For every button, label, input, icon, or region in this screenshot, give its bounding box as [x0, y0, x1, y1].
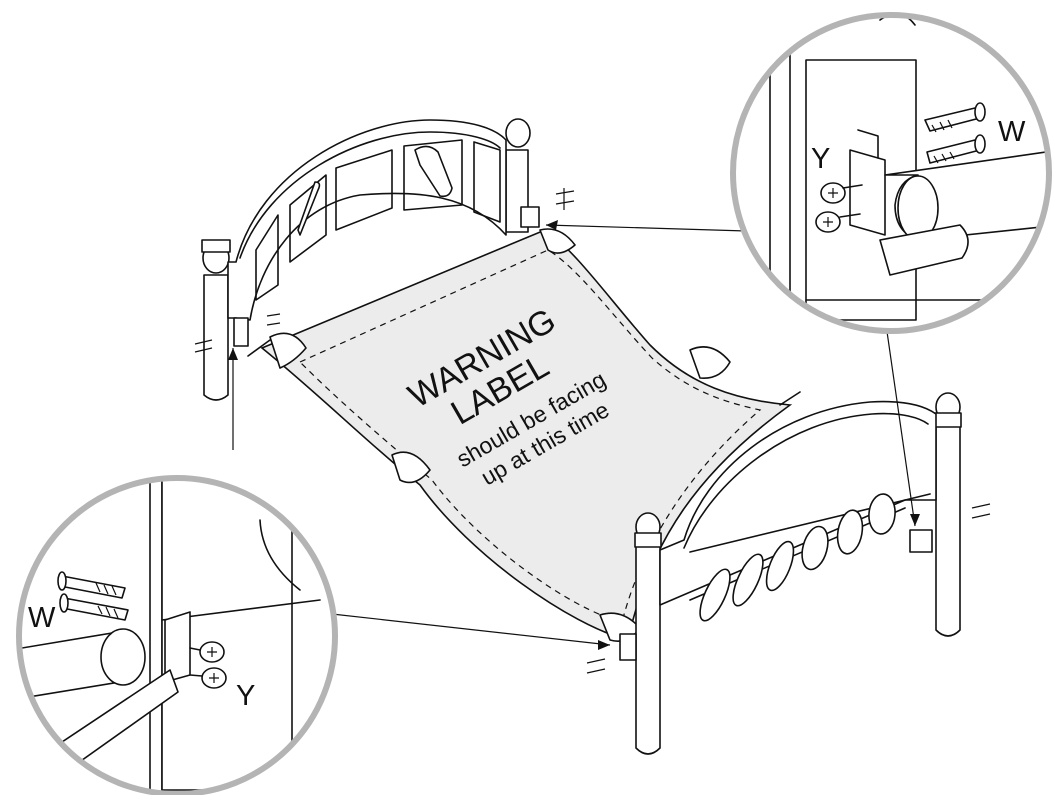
near-oval-3 — [765, 540, 795, 592]
far-left-bracket — [233, 317, 249, 347]
far-slot-right — [414, 145, 453, 198]
rail-pocket-far-left — [269, 332, 307, 369]
detail-callout-top-right: W Y — [730, 12, 1052, 334]
bl-tube-end — [100, 628, 146, 686]
rail-pocket-mid-left — [391, 451, 431, 484]
label-y-top-right: Y — [811, 143, 830, 175]
headboard-far — [194, 118, 575, 401]
far-right-finial — [505, 118, 531, 148]
far-panel-3 — [335, 149, 393, 231]
rail-pocket-far-right — [539, 228, 576, 254]
leader-right-down-arrow — [910, 514, 920, 526]
far-left-cap — [201, 239, 231, 253]
near-arch-curve — [683, 412, 929, 549]
near-oval-2 — [732, 553, 764, 607]
near-left-bracket — [619, 633, 637, 661]
far-left-bolts — [194, 313, 281, 353]
leader-bottom-left — [331, 613, 611, 646]
near-oval-1 — [699, 568, 731, 622]
near-oval-5 — [836, 509, 864, 555]
bl-ring — [16, 475, 338, 797]
near-right-bolts — [971, 503, 991, 519]
label-y-bottom-left: Y — [236, 680, 255, 712]
near-left-cap — [634, 532, 662, 548]
far-panel-4 — [403, 139, 463, 211]
leader-top-right-arrow — [546, 220, 558, 230]
far-right-bolts — [555, 188, 575, 210]
far-slot-left — [297, 181, 321, 236]
near-left-post — [635, 539, 661, 755]
near-right-post — [935, 419, 961, 637]
label-w-top-right: W — [998, 116, 1026, 148]
far-arch-inner-curve — [239, 131, 501, 259]
near-right-bracket — [909, 529, 933, 553]
leader-left-up-arrow — [228, 348, 238, 360]
leader-bottom-left-arrow — [598, 640, 610, 650]
near-right-cap — [934, 412, 962, 428]
near-arch-panel — [659, 400, 937, 606]
footboard-near — [586, 392, 991, 755]
far-panel-1 — [255, 214, 279, 301]
tr-ring — [730, 12, 1052, 334]
label-w-bottom-left: W — [28, 602, 56, 634]
tr-bracket — [849, 149, 886, 236]
rail-pocket-mid-right — [689, 346, 731, 379]
rail-near-left — [247, 339, 271, 357]
far-panel-5 — [473, 141, 501, 223]
rail-end-right — [779, 391, 801, 406]
far-right-bracket — [520, 206, 540, 228]
near-left-bolts — [586, 658, 606, 674]
detail-callout-bottom-left: W Y — [16, 475, 338, 797]
near-oval-6 — [868, 493, 896, 535]
near-oval-4 — [801, 525, 829, 571]
far-left-post — [203, 274, 229, 401]
tr-tube-lower — [879, 224, 969, 276]
